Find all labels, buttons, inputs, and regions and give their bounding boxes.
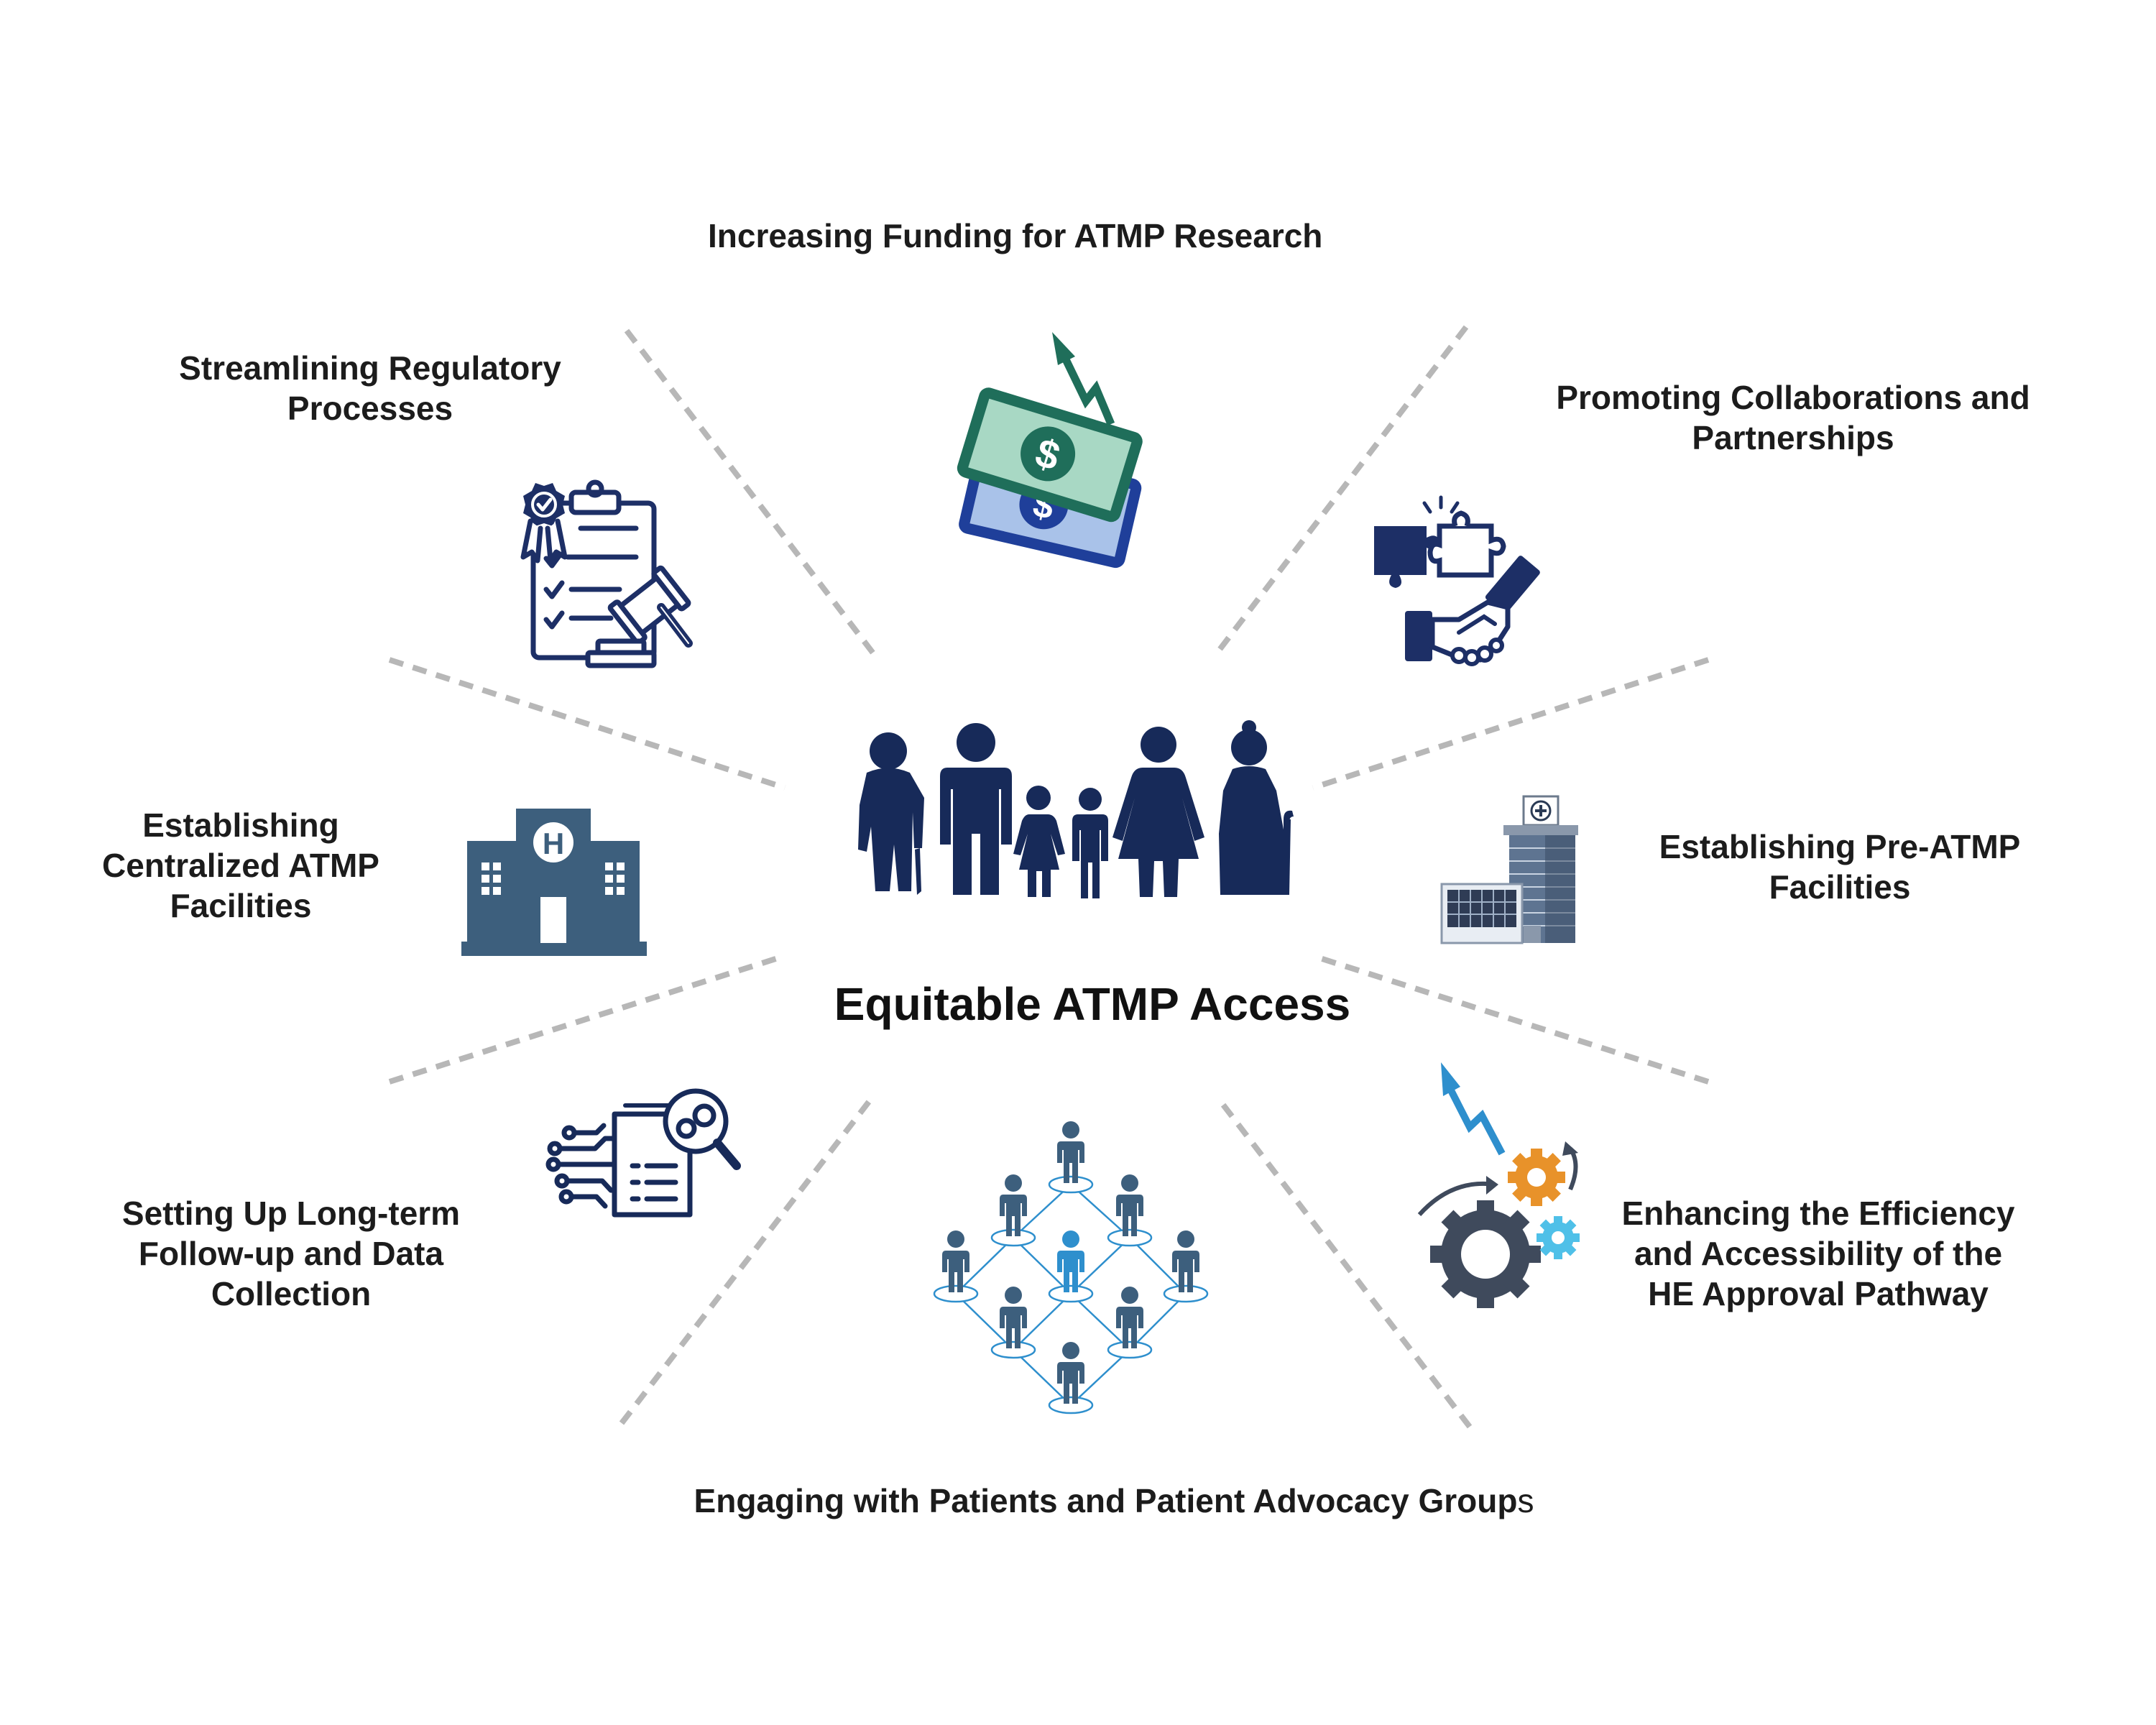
- label-efficiency: Enhancing the Efficiency and Accessibili…: [1621, 1195, 2015, 1312]
- separator-line: [624, 328, 881, 662]
- separator-line: [388, 657, 786, 791]
- label-collaborations: Promoting Collaborations and Partnership…: [1556, 379, 2030, 456]
- label-regulatory: Streamlining Regulatory Processes: [179, 349, 561, 427]
- label-followup: Setting Up Long-term Follow-up and Data …: [121, 1195, 461, 1312]
- clinic-tower-icon: [1440, 795, 1578, 944]
- separator-line: [1212, 325, 1469, 658]
- regulatory-checklist-gavel-icon: [520, 479, 693, 668]
- data-document-analysis-icon: [545, 1088, 741, 1218]
- hospital-building-icon: H: [461, 809, 647, 956]
- label-patients: Engaging with Patients and Patient Advoc…: [694, 1482, 1534, 1519]
- puzzle-handshake-icon: [1374, 495, 1540, 666]
- patient-network-icon: [933, 1121, 1209, 1414]
- separator-line: [1312, 657, 1710, 791]
- separator-line: [388, 953, 786, 1085]
- separator-line: [1312, 953, 1710, 1085]
- svg-text:H: H: [543, 827, 564, 860]
- center-title: Equitable ATMP Access: [834, 978, 1351, 1030]
- separator-line: [1215, 1096, 1473, 1429]
- label-centralized: Establishing Centralized ATMP Facilities: [102, 806, 379, 924]
- money-growth-icon: $ $: [957, 332, 1143, 569]
- gears-growth-icon: [1417, 1062, 1580, 1308]
- separator-line: [619, 1094, 876, 1425]
- label-pre-atmp: Establishing Pre-ATMP Facilities: [1659, 828, 2021, 906]
- separator-lines: [388, 325, 1710, 1429]
- label-funding: Increasing Funding for ATMP Research: [708, 217, 1323, 254]
- family-icon: [858, 720, 1294, 898]
